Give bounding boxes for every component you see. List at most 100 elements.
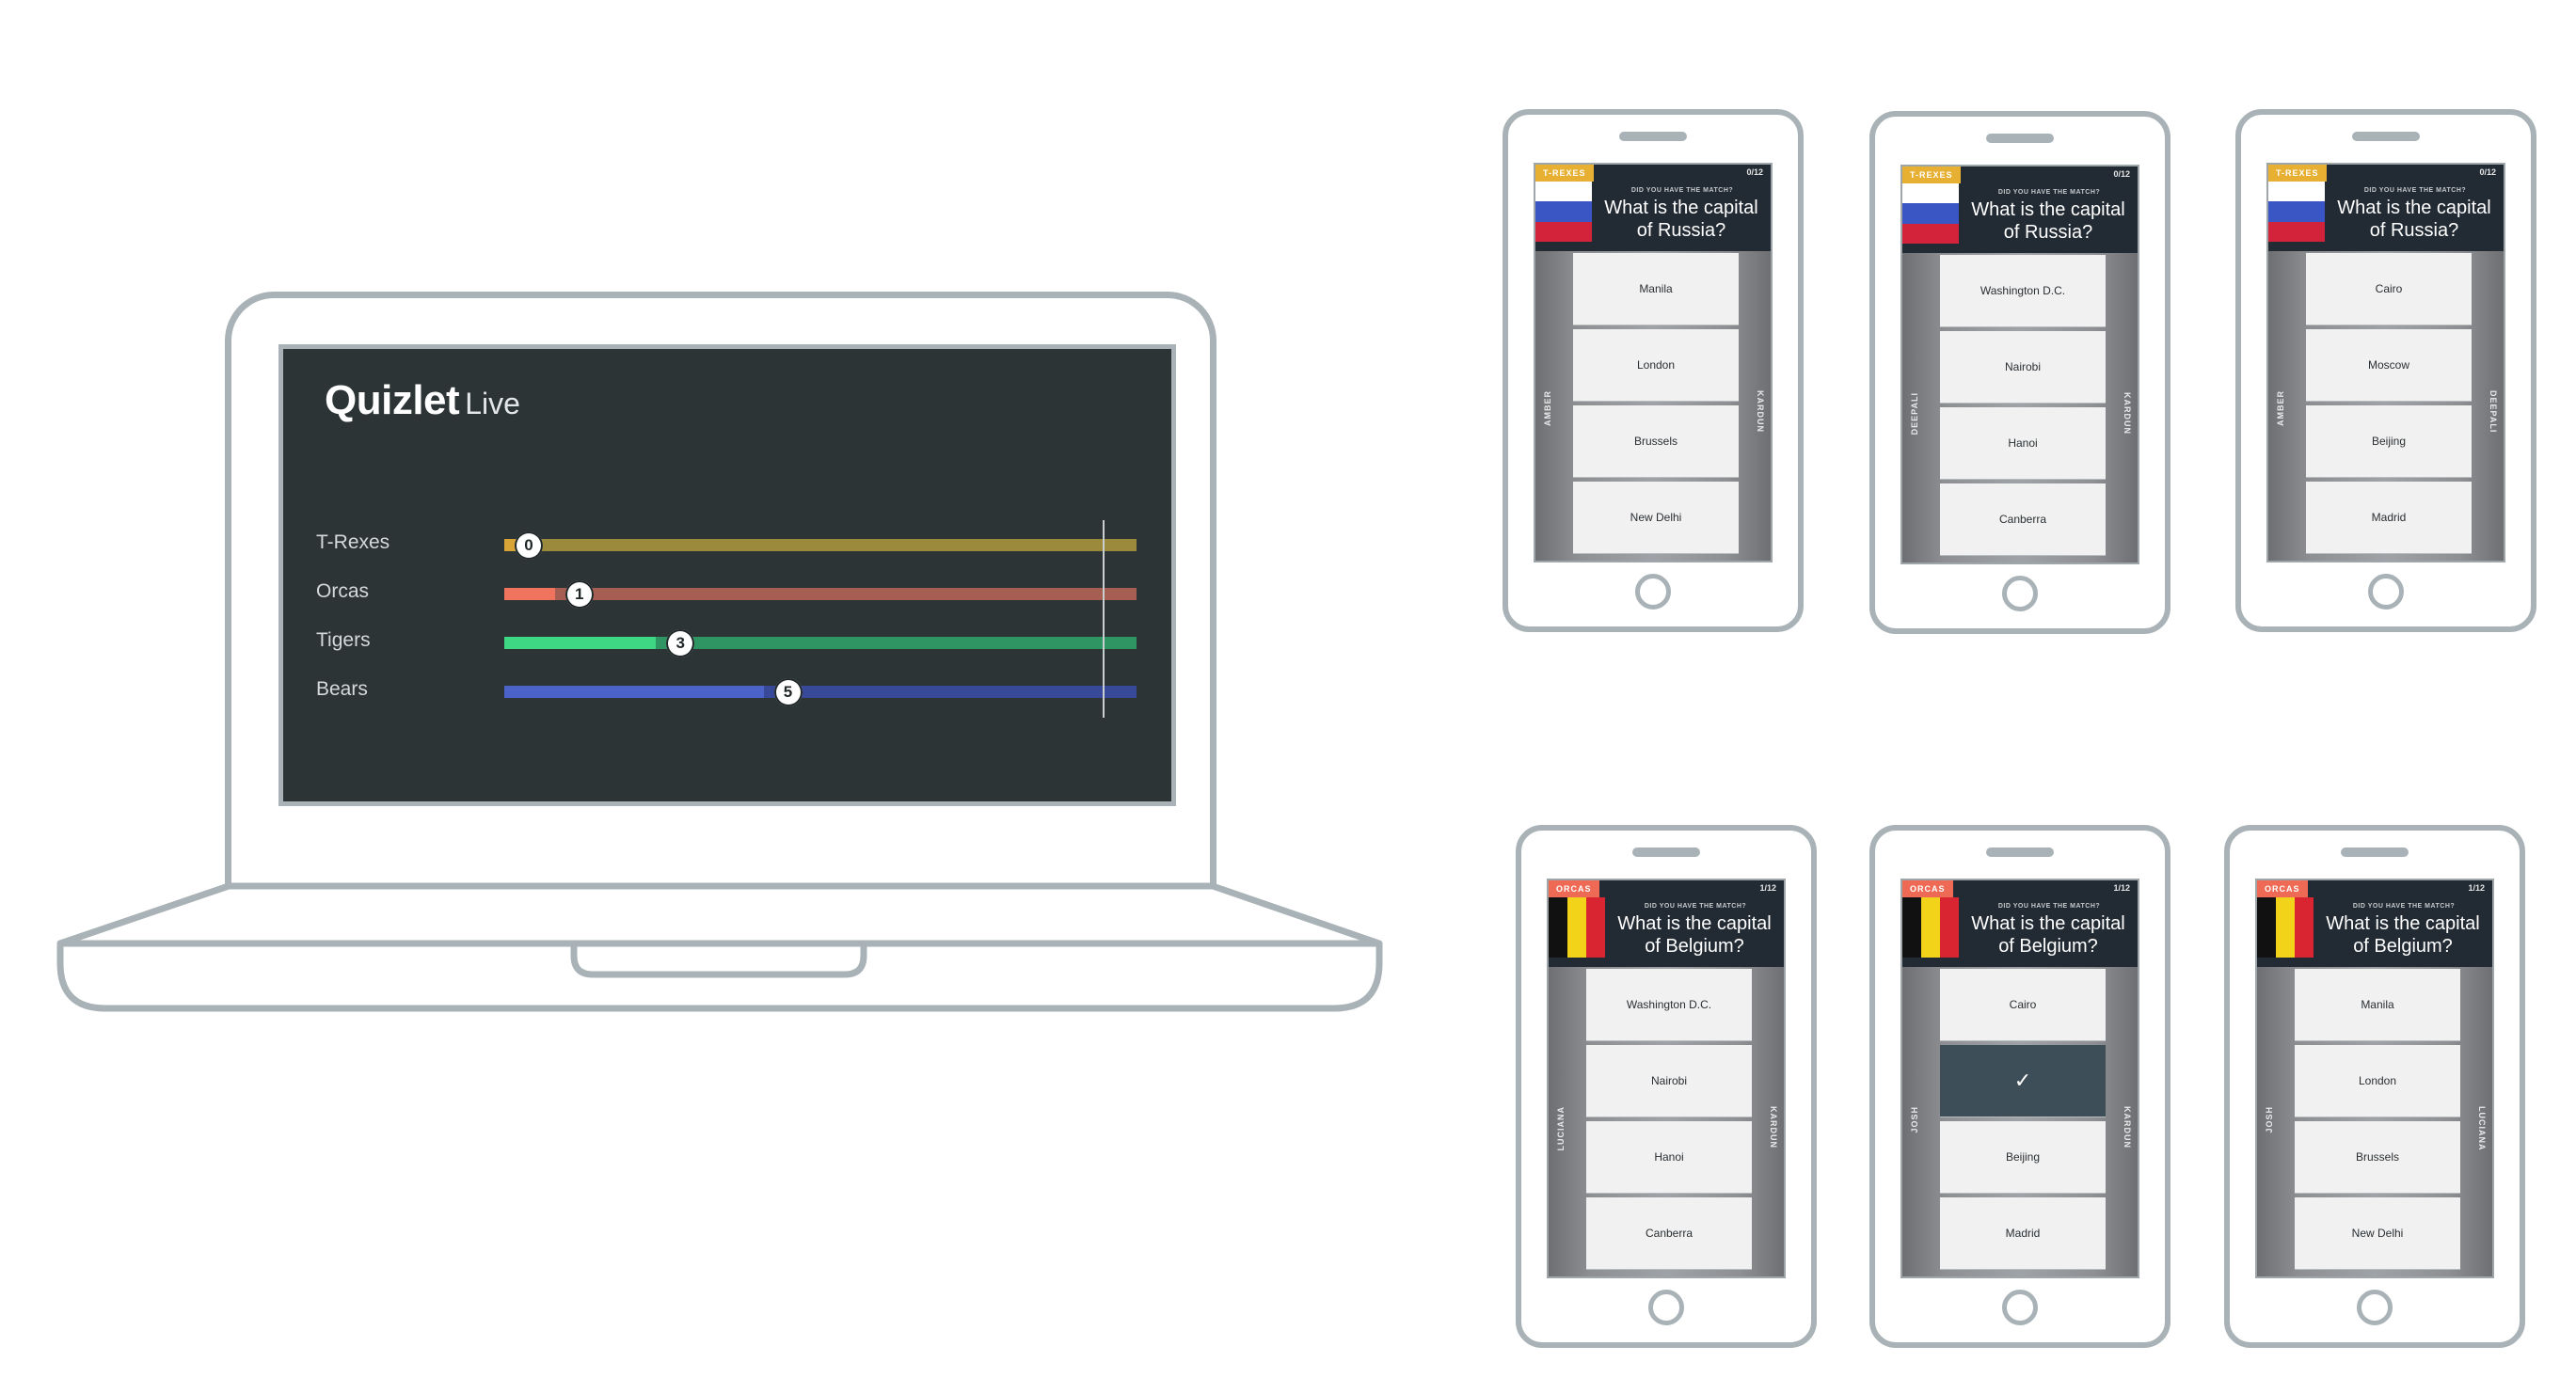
home-button[interactable] xyxy=(1635,574,1671,610)
player-phone: T-REXES 0/12 DID YOU HAVE THE MATCH? Wha… xyxy=(1503,109,1804,632)
phone-screen: ORCAS 1/12 DID YOU HAVE THE MATCH? What … xyxy=(1547,879,1786,1278)
team-row-trexes: T-Rexes 0 xyxy=(316,526,1137,563)
question-header: ORCAS 1/12 DID YOU HAVE THE MATCH? What … xyxy=(1902,880,2138,967)
question-header: T-REXES 0/12 DID YOU HAVE THE MATCH? Wha… xyxy=(1535,165,1771,251)
question-prompt: DID YOU HAVE THE MATCH? xyxy=(1644,903,1747,910)
phone-speaker xyxy=(1632,847,1700,857)
question-header: ORCAS 1/12 DID YOU HAVE THE MATCH? What … xyxy=(1549,880,1784,967)
home-button[interactable] xyxy=(1648,1290,1684,1325)
home-button[interactable] xyxy=(2357,1290,2393,1325)
team-badge: T-REXES xyxy=(1535,165,1594,182)
question-header: T-REXES 0/12 DID YOU HAVE THE MATCH? Wha… xyxy=(1902,166,2138,253)
score-marker: 5 xyxy=(773,678,803,706)
teammate-name-right: LUCIANA xyxy=(2477,1106,2487,1151)
question-prompt: DID YOU HAVE THE MATCH? xyxy=(1997,189,2101,196)
team-badge: ORCAS xyxy=(2257,880,2308,897)
teammate-name-left: AMBER xyxy=(1543,390,1552,426)
home-button[interactable] xyxy=(2002,576,2038,611)
score-marker: 0 xyxy=(515,531,543,560)
player-phone: ORCAS 1/12 DID YOU HAVE THE MATCH? What … xyxy=(2224,825,2525,1348)
answer-option[interactable]: Canberra xyxy=(1940,483,2106,555)
track-completed xyxy=(504,686,764,698)
flag-image xyxy=(1902,183,1959,244)
score-marker: 3 xyxy=(666,629,695,657)
teammate-name-right: KARDUN xyxy=(2123,392,2132,435)
team-label: Bears xyxy=(316,678,368,700)
track-remaining xyxy=(504,539,1137,551)
question-text: What is the capital of Belgium? xyxy=(2326,913,2480,957)
answer-option[interactable]: Cairo xyxy=(1940,969,2106,1040)
answer-option[interactable]: Beijing xyxy=(1940,1121,2106,1193)
track-completed xyxy=(504,637,657,649)
team-badge: ORCAS xyxy=(1902,880,1953,897)
question-progress: 1/12 xyxy=(2468,883,2485,893)
phone-screen: T-REXES 0/12 DID YOU HAVE THE MATCH? Wha… xyxy=(2266,163,2505,562)
teammate-name-left: LUCIANA xyxy=(1556,1106,1566,1151)
question-text: What is the capital of Russia? xyxy=(1604,198,1758,241)
correct-answer-check[interactable]: ✓ xyxy=(1940,1045,2106,1117)
answer-option[interactable]: Brussels xyxy=(2295,1121,2460,1193)
question-text: What is the capital of Belgium? xyxy=(1617,913,1772,957)
teammate-name-right: DEEPALI xyxy=(2489,390,2498,434)
answer-option[interactable]: Manila xyxy=(2295,969,2460,1040)
phone-speaker xyxy=(1986,847,2054,857)
team-label: T-Rexes xyxy=(316,531,390,553)
answer-option[interactable]: Madrid xyxy=(2306,482,2472,553)
question-prompt: DID YOU HAVE THE MATCH? xyxy=(2363,187,2467,194)
home-button[interactable] xyxy=(2002,1290,2038,1325)
answer-option[interactable]: Nairobi xyxy=(1586,1045,1752,1117)
teammate-name-left: JOSH xyxy=(1910,1106,1919,1133)
team-row-orcas: Orcas 1 xyxy=(316,575,1137,612)
answer-option[interactable]: Manila xyxy=(1573,253,1739,325)
team-label: Orcas xyxy=(316,580,370,602)
team-row-bears: Bears 5 xyxy=(316,673,1137,710)
score-marker: 1 xyxy=(564,580,594,609)
question-text: What is the capital of Russia? xyxy=(1971,199,2125,243)
answer-option[interactable]: Cairo xyxy=(2306,253,2472,325)
question-prompt: DID YOU HAVE THE MATCH? xyxy=(2352,903,2456,910)
question-text: What is the capital of Belgium? xyxy=(1971,913,2125,957)
progress-track: 5 xyxy=(504,678,1137,706)
answer-option[interactable]: Nairobi xyxy=(1940,331,2106,403)
phone-speaker xyxy=(1619,132,1687,141)
answer-option[interactable]: Hanoi xyxy=(1940,407,2106,479)
phone-screen: ORCAS 1/12 DID YOU HAVE THE MATCH? What … xyxy=(2255,879,2494,1278)
question-header: ORCAS 1/12 DID YOU HAVE THE MATCH? What … xyxy=(2257,880,2492,967)
teammate-name-right: KARDUN xyxy=(2123,1106,2132,1148)
question-header: T-REXES 0/12 DID YOU HAVE THE MATCH? Wha… xyxy=(2268,165,2504,251)
answer-option[interactable]: London xyxy=(2295,1045,2460,1117)
phone-screen: T-REXES 0/12 DID YOU HAVE THE MATCH? Wha… xyxy=(1534,163,1773,562)
answer-option[interactable]: New Delhi xyxy=(1573,482,1739,553)
flag-image xyxy=(1535,182,1592,242)
answer-option[interactable]: Canberra xyxy=(1586,1197,1752,1269)
flag-image xyxy=(2257,897,2314,958)
brand-name: Quizlet xyxy=(325,377,460,423)
question-progress: 0/12 xyxy=(2479,167,2496,177)
question-progress: 0/12 xyxy=(2113,169,2130,179)
finish-line xyxy=(1103,520,1105,718)
team-badge: T-REXES xyxy=(2268,165,2327,182)
answer-option[interactable]: London xyxy=(1573,329,1739,401)
answer-option[interactable]: Moscow xyxy=(2306,329,2472,401)
answer-option[interactable]: Washington D.C. xyxy=(1586,969,1752,1040)
answer-option[interactable]: Brussels xyxy=(1573,405,1739,477)
teammate-name-right: KARDUN xyxy=(1756,390,1765,433)
question-progress: 1/12 xyxy=(1759,883,1776,893)
answer-option[interactable]: Hanoi xyxy=(1586,1121,1752,1193)
player-phone: ORCAS 1/12 DID YOU HAVE THE MATCH? What … xyxy=(1869,825,2171,1348)
question-progress: 1/12 xyxy=(2113,883,2130,893)
phone-screen: T-REXES 0/12 DID YOU HAVE THE MATCH? Wha… xyxy=(1900,165,2139,564)
answer-option[interactable]: Washington D.C. xyxy=(1940,255,2106,326)
answer-option[interactable]: New Delhi xyxy=(2295,1197,2460,1269)
home-button[interactable] xyxy=(2368,574,2404,610)
answer-option[interactable]: Beijing xyxy=(2306,405,2472,477)
flag-image xyxy=(1549,897,1605,958)
answer-option[interactable]: Madrid xyxy=(1940,1197,2106,1269)
team-row-tigers: Tigers 3 xyxy=(316,624,1137,661)
